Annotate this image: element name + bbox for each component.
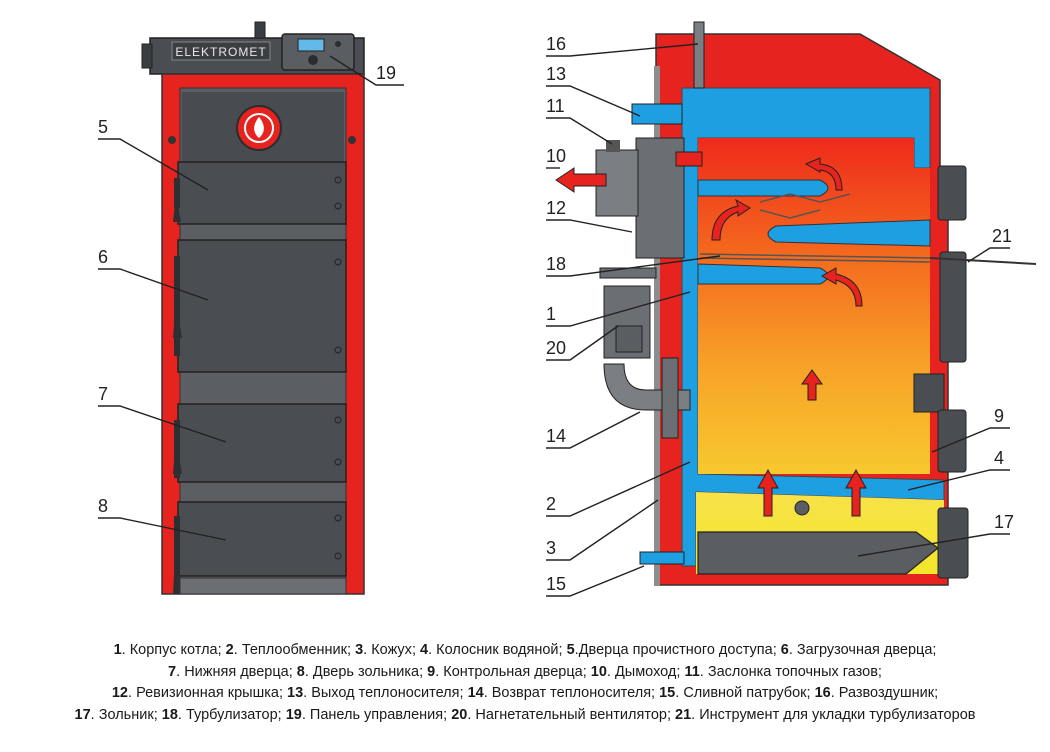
callout-21: 21 xyxy=(992,226,1012,246)
legend-item: 2. Теплообменник; xyxy=(225,642,352,658)
legend-item: 5.Дверца прочистного доступа; xyxy=(566,642,777,658)
legend-item: 16. Развоздушник; xyxy=(814,685,939,701)
logo-plate xyxy=(171,41,271,61)
callout-18: 18 xyxy=(546,254,566,274)
legend-item: 7. Нижняя дверца; xyxy=(168,663,293,680)
legend-item: 18. Турбулизатор; xyxy=(161,706,282,723)
callout-11: 11 xyxy=(546,96,565,116)
loading-door xyxy=(173,239,347,373)
callout-13: 13 xyxy=(546,64,566,84)
control-panel xyxy=(281,33,355,71)
legend-item: 11. Заслонка топочных газов; xyxy=(684,663,882,680)
lower-door xyxy=(173,403,347,483)
callout-10: 10 xyxy=(546,146,566,166)
callout-9: 9 xyxy=(994,406,1004,426)
legend-item: 17. Зольник; xyxy=(74,706,158,723)
control-display xyxy=(297,38,325,52)
legend-item: 8. Дверь зольника; xyxy=(296,663,424,680)
cleaning-door xyxy=(173,161,347,225)
legend-item: 15. Сливной патрубок; xyxy=(659,685,811,701)
legend-item: 10. Дымоход; xyxy=(590,663,681,680)
callout-12: 12 xyxy=(546,198,566,218)
legend-item: 19. Панель управления; xyxy=(285,706,448,723)
legend-item: 6. Загрузочная дверца; xyxy=(780,642,937,658)
callout-15: 15 xyxy=(546,574,566,594)
callout-5: 5 xyxy=(98,117,108,137)
ash-tray xyxy=(697,531,939,575)
callout-6: 6 xyxy=(98,247,108,267)
legend-line: 7. Нижняя дверца; 8. Дверь зольника; 9. … xyxy=(60,662,990,684)
callouts: 5 6 7 8 19 16 13 11 10 12 18 1 20 14 2 3… xyxy=(98,34,1014,597)
legend: 1. Корпус котла; 2. Теплообменник; 3. Ко… xyxy=(60,640,990,726)
callout-20: 20 xyxy=(546,338,566,358)
callout-2: 2 xyxy=(546,494,556,514)
legend-item: 4. Колосник водяной; xyxy=(420,642,563,658)
flue-pipe xyxy=(635,137,685,259)
blower-fan xyxy=(603,285,651,359)
turbulator-tool xyxy=(929,257,1037,265)
legend-line: 1. Корпус котла; 2. Теплообменник; 3. Ко… xyxy=(60,640,990,662)
logo-text: ELEKTROMET xyxy=(175,45,266,59)
legend-item: 9. Контрольная дверца; xyxy=(427,663,587,680)
callout-1: 1 xyxy=(546,304,556,324)
callout-17: 17 xyxy=(994,512,1014,532)
callout-7: 7 xyxy=(98,384,108,404)
callout-8: 8 xyxy=(98,496,108,516)
cross-section xyxy=(555,21,1037,586)
boiler-diagram: ELEKTROMET xyxy=(98,21,1037,597)
legend-item: 20. Нагнетательный вентилятор; xyxy=(451,706,671,723)
legend-item: 21. Инструмент для укладки турбулизаторо… xyxy=(675,706,976,723)
legend-line: 12. Ревизионная крышка; 13. Выход теплон… xyxy=(60,683,990,705)
ash-door xyxy=(173,501,347,594)
callout-19: 19 xyxy=(376,63,396,83)
legend-item: 3. Кожух; xyxy=(355,642,416,658)
callout-3: 3 xyxy=(546,538,556,558)
legend-item: 1. Корпус котла; xyxy=(113,642,222,658)
callout-16: 16 xyxy=(546,34,566,54)
gas-flow-arrows xyxy=(555,157,867,517)
front-view: ELEKTROMET xyxy=(141,21,365,595)
callout-4: 4 xyxy=(994,448,1004,468)
legend-line: 17. Зольник; 18. Турбулизатор; 19. Панел… xyxy=(60,705,990,727)
turbulator xyxy=(699,253,931,263)
legend-item: 14. Возврат теплоносителя; xyxy=(467,685,656,701)
callout-14: 14 xyxy=(546,426,566,446)
legend-item: 13. Выход теплоносителя; xyxy=(287,685,464,701)
legend-item: 12. Ревизионная крышка; xyxy=(111,685,283,701)
